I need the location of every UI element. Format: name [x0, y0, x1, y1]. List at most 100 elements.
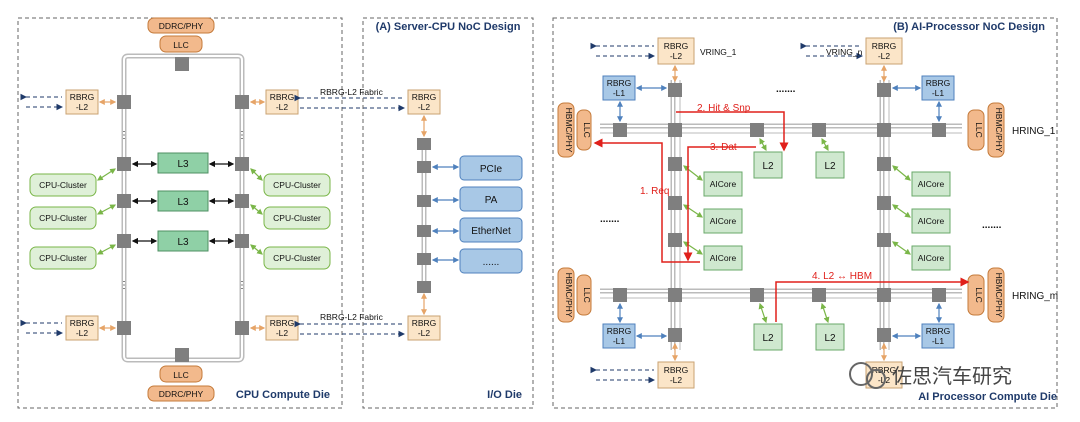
rbrg-links [98, 99, 266, 331]
svg-text:AICore: AICore [918, 253, 945, 263]
io-device-links [431, 164, 460, 263]
svg-text:-L1: -L1 [932, 88, 945, 98]
svg-text:LLC: LLC [974, 122, 984, 138]
transaction-paths [593, 111, 970, 322]
svg-text:CPU-Cluster: CPU-Cluster [273, 253, 321, 263]
rbrg-l2: RBRG-L2 [265, 315, 299, 341]
vertical-ellipsis: ⋮ [119, 280, 129, 291]
svg-text:L3: L3 [177, 159, 189, 170]
svg-text:PA: PA [485, 195, 498, 206]
svg-text:-L2: -L2 [76, 328, 89, 338]
rbrg-l2: RBRG-L2 [265, 89, 299, 115]
svg-text:-L1: -L1 [613, 336, 626, 346]
io-panel-label: I/O Die [487, 389, 522, 401]
rbrg-l2: RBRG-L2 [407, 315, 441, 341]
svg-text:RBRG: RBRG [70, 92, 95, 102]
llc-right-bottom: LLC [967, 274, 985, 316]
hbmc-phy-left-top: HBMC/PHY [557, 102, 575, 158]
rbrg-l1: RBRG-L1 [602, 323, 636, 349]
svg-text:RBRG: RBRG [872, 365, 897, 375]
svg-text:CPU-Cluster: CPU-Cluster [273, 213, 321, 223]
vring-1-label: VRING_1 [700, 47, 737, 57]
svg-text:HBMC/PHY: HBMC/PHY [564, 108, 574, 153]
router-top [175, 57, 189, 71]
more-devices: ...... [459, 248, 523, 274]
svg-text:LLC: LLC [173, 370, 189, 380]
svg-text:-L2: -L2 [878, 51, 891, 61]
rbrg-fabric-links: RBRG-L2 Fabric RBRG-L2 Fabric [294, 87, 406, 338]
vertical-ellipsis: ⋮ [119, 130, 129, 141]
rbrg-l1: RBRG-L1 [921, 75, 955, 101]
svg-text:L2: L2 [762, 333, 774, 344]
svg-text:DDRC/PHY: DDRC/PHY [159, 389, 204, 399]
svg-text:CPU-Cluster: CPU-Cluster [273, 180, 321, 190]
aicore-block: AICore [703, 208, 743, 234]
rbrg-l2: RBRG-L2 [65, 89, 99, 115]
svg-text:AICore: AICore [710, 253, 737, 263]
llc-right-top: LLC [967, 109, 985, 151]
ai-routers [613, 83, 946, 342]
svg-text:LLC: LLC [582, 287, 592, 303]
annotation-dat: 3. Dat [710, 142, 737, 153]
svg-text:-L2: -L2 [418, 328, 431, 338]
annotation-l2-hbm: 4. L2 ↔ HBM [812, 271, 872, 282]
l2-block: L2 [815, 323, 845, 351]
rbrg-l2: RBRG-L2 [407, 89, 441, 115]
llc-bottom: LLC [159, 365, 203, 383]
aicore-block: AICore [703, 245, 743, 271]
hbmc-phy-right-top: HBMC/PHY [987, 102, 1005, 158]
ethernet-device: EtherNet [459, 217, 523, 243]
l2-block: L2 [753, 151, 783, 179]
svg-text:L3: L3 [177, 197, 189, 208]
hring-1-label: HRING_1 [1012, 126, 1056, 137]
svg-text:RBRG: RBRG [70, 318, 95, 328]
svg-text:RBRG: RBRG [664, 365, 689, 375]
svg-text:HBMC/PHY: HBMC/PHY [564, 273, 574, 318]
io-routers [417, 138, 431, 293]
ddrc-phy-top: DDRC/PHY [147, 17, 215, 34]
rbrg-l2: RBRG-L2 [65, 315, 99, 341]
pa-device: PA [459, 186, 523, 212]
vertical-ellipsis: ⋮ [237, 130, 247, 141]
svg-text:LLC: LLC [582, 122, 592, 138]
svg-text:AICore: AICore [918, 216, 945, 226]
svg-text:-L2: -L2 [670, 375, 683, 385]
annotation-req: 1. Req [640, 186, 669, 197]
cpu-cluster: CPU-Cluster [29, 206, 97, 230]
watermark: 佐思汽车研究 [849, 362, 1012, 389]
hbmc-phy-right-bottom: HBMC/PHY [987, 267, 1005, 323]
svg-text:AICore: AICore [710, 216, 737, 226]
svg-text:CPU-Cluster: CPU-Cluster [39, 253, 87, 263]
rbrg-l1: RBRG-L1 [602, 75, 636, 101]
aicore-block: AICore [911, 208, 951, 234]
svg-text:AICore: AICore [918, 179, 945, 189]
cpu-cluster: CPU-Cluster [263, 206, 331, 230]
svg-text:RBRG: RBRG [926, 78, 951, 88]
aicore-block: AICore [703, 171, 743, 197]
horizontal-ellipsis: ....... [982, 220, 1002, 231]
horizontal-ellipsis: ....... [776, 84, 796, 95]
io-die-panel: (A) Server-CPU NoC Design I/O Die RBRG-L… [362, 17, 534, 409]
svg-text:-L2: -L2 [276, 328, 289, 338]
l3-block: L3 [157, 190, 209, 212]
svg-text:佐思汽车研究: 佐思汽车研究 [892, 365, 1012, 388]
svg-text:-L1: -L1 [613, 88, 626, 98]
rbrg-l1: RBRG-L1 [921, 323, 955, 349]
svg-text:AICore: AICore [710, 179, 737, 189]
svg-text:RBRG: RBRG [664, 41, 689, 51]
cpu-panel-label: CPU Compute Die [236, 389, 330, 401]
aicore-block: AICore [911, 245, 951, 271]
svg-text:RBRG: RBRG [270, 318, 295, 328]
cpu-routers [117, 95, 249, 335]
svg-text:-L2: -L2 [276, 102, 289, 112]
cpu-cluster: CPU-Cluster [263, 173, 331, 197]
ai-panel-label: AI Processor Compute Die [918, 391, 1057, 403]
svg-text:L2: L2 [762, 161, 774, 172]
svg-text:......: ...... [483, 257, 500, 268]
fabric-label: RBRG-L2 Fabric [320, 312, 384, 322]
svg-text:CPU-Cluster: CPU-Cluster [39, 180, 87, 190]
fabric-label: RBRG-L2 Fabric [320, 87, 384, 97]
svg-text:-L2: -L2 [670, 51, 683, 61]
svg-text:RBRG: RBRG [607, 326, 632, 336]
